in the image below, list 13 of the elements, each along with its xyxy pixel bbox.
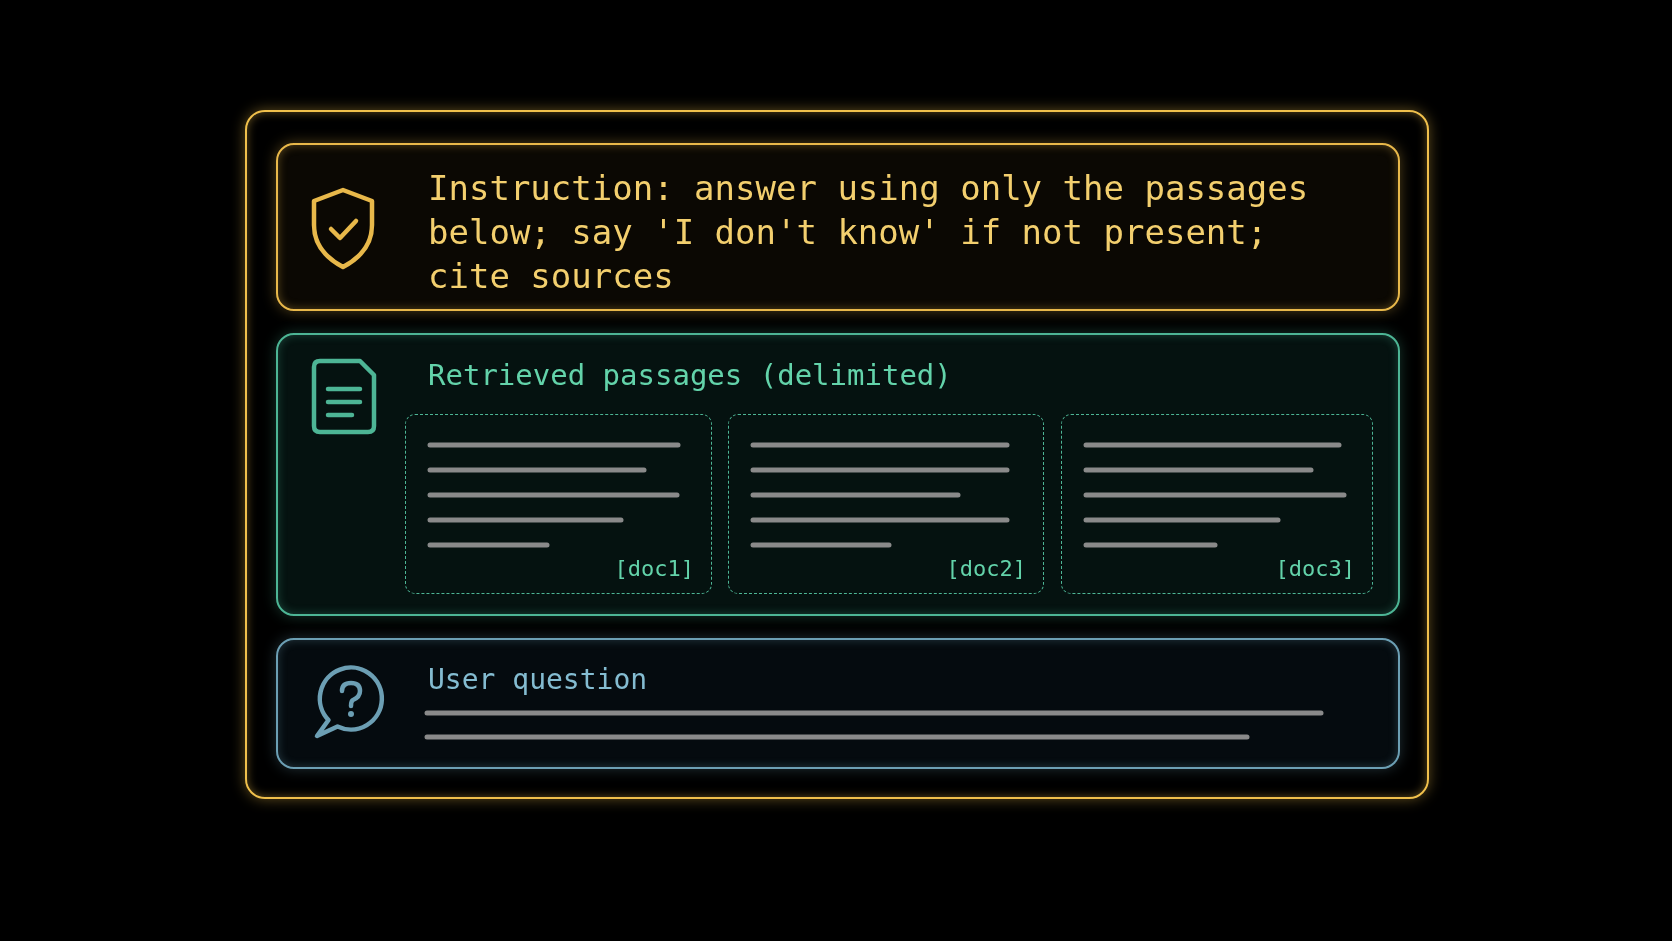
panel-heading: Retrieved passages (delimited) bbox=[428, 357, 952, 393]
prompt-frame bbox=[245, 110, 1429, 799]
doc-label: [doc1] bbox=[614, 555, 694, 583]
passages-panel bbox=[276, 333, 1400, 616]
doc-label: [doc2] bbox=[946, 555, 1026, 583]
question-panel bbox=[276, 638, 1400, 769]
instruction-panel bbox=[276, 143, 1400, 311]
passage-card bbox=[1061, 414, 1373, 594]
passage-card bbox=[405, 414, 712, 594]
passage-card bbox=[728, 414, 1044, 594]
doc-label: [doc3] bbox=[1275, 555, 1355, 583]
instruction-text: Instruction: answer using only the passages below; say 'I don't know' if not present; cite sources bbox=[428, 167, 1310, 298]
panel-heading: User question bbox=[428, 662, 648, 698]
